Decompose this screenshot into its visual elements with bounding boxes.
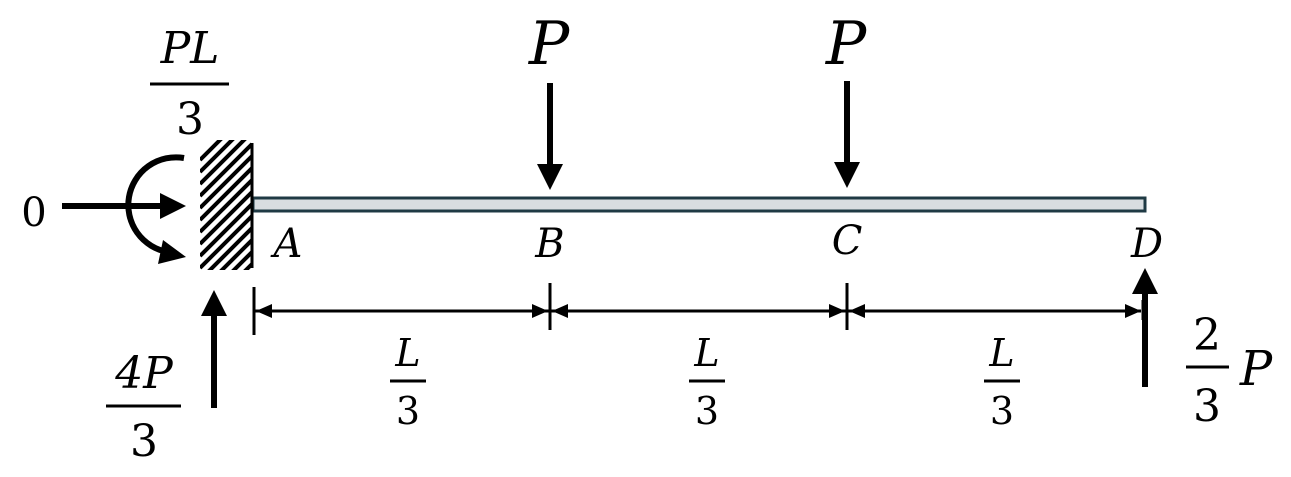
point-label-c: C — [832, 218, 863, 264]
dimension-ab-fraction: L 3 — [390, 331, 426, 433]
vertical-reaction-a-fraction: 4P 3 — [106, 348, 181, 467]
point-label-d: D — [1130, 221, 1163, 267]
dimension-ab-numerator: L — [394, 331, 420, 375]
load-b-arrow-icon — [537, 83, 563, 190]
dimension-bc-fraction: L 3 — [689, 331, 725, 433]
hatched-wall-icon — [200, 140, 254, 270]
dimension-bc-denominator: 3 — [695, 389, 719, 433]
dimension-cd-numerator: L — [988, 331, 1014, 375]
point-label-a: A — [270, 221, 303, 267]
load-c-arrow-icon — [834, 81, 860, 188]
vertical-d-denominator: 3 — [1193, 381, 1221, 432]
dimension-arrowheads — [256, 304, 1141, 318]
vertical-a-denominator: 3 — [130, 416, 158, 467]
dimension-cd-fraction: L 3 — [984, 331, 1020, 433]
load-c-label: P — [825, 9, 868, 79]
moment-denominator: 3 — [176, 94, 204, 145]
vertical-reaction-d-fraction: 2 3 P — [1186, 310, 1273, 432]
vertical-d-numerator: 2 — [1193, 310, 1221, 361]
vertical-a-numerator: 4P — [114, 348, 174, 399]
point-label-b: B — [534, 221, 564, 267]
dimension-bc-numerator: L — [693, 331, 719, 375]
moment-numerator: PL — [160, 23, 220, 74]
dimension-cd-denominator: 3 — [990, 389, 1014, 433]
dimension-line — [252, 283, 1145, 335]
beam — [251, 196, 1147, 213]
vertical-d-suffix: P — [1239, 341, 1273, 397]
vertical-reaction-d-arrow-icon — [1132, 268, 1158, 387]
curved-arrow-icon — [125, 154, 186, 264]
dimension-ab-denominator: 3 — [396, 389, 420, 433]
vertical-reaction-a-arrow-icon — [201, 290, 227, 408]
moment-reaction-fraction: PL 3 — [150, 23, 229, 145]
load-b-label: P — [528, 9, 571, 79]
horizontal-reaction-label: 0 — [21, 190, 46, 236]
horizontal-reaction-arrow-icon — [62, 193, 186, 219]
